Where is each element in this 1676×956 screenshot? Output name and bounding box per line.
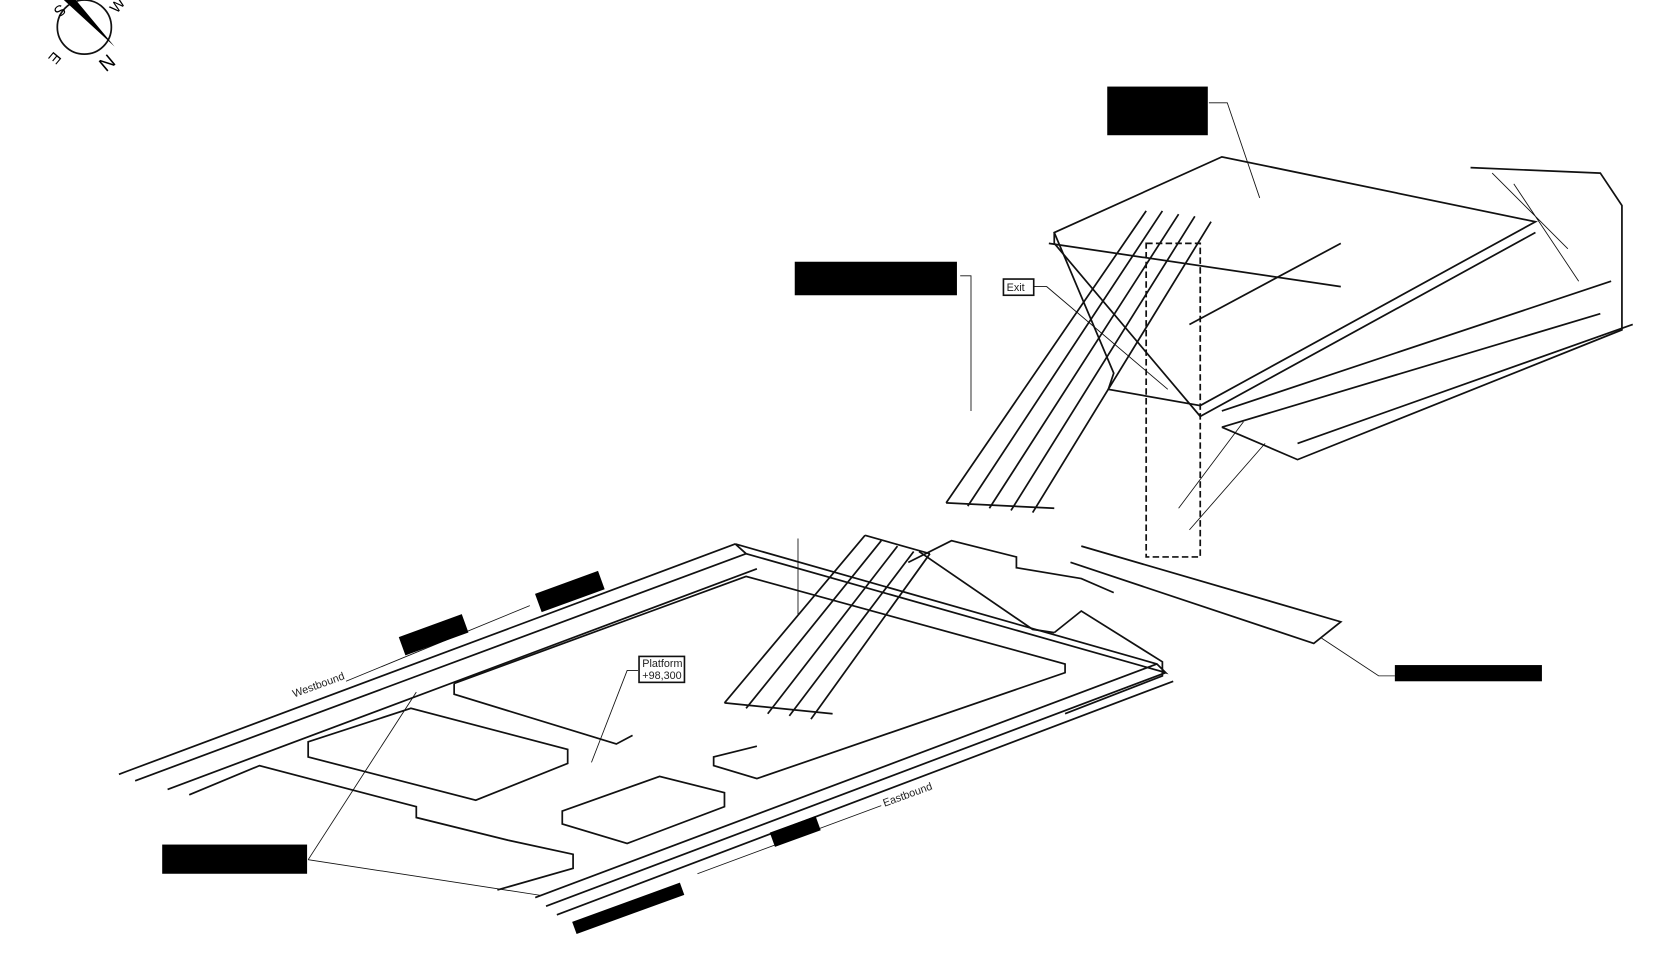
compass-west: W: [107, 0, 130, 17]
platform-level: +98,300: [642, 670, 681, 682]
redacted-label: [535, 570, 605, 613]
eastbound-label: Eastbound: [881, 781, 934, 810]
platform-name: Platform: [642, 658, 682, 670]
compass-south: S: [50, 0, 69, 20]
escalators-upper: [945, 210, 1212, 514]
compass-east: E: [45, 48, 65, 67]
escalators-lower: [723, 534, 931, 720]
tracks: [118, 543, 1174, 916]
concourse-level: [1048, 155, 1634, 645]
redacted-label: [162, 844, 308, 874]
redacted-label: [769, 815, 821, 847]
exit-label: Exit: [1002, 278, 1035, 297]
redacted-label: [572, 882, 685, 935]
redacted-label: [794, 261, 957, 296]
compass-north: N: [95, 50, 120, 76]
leader-lines: [307, 102, 1395, 896]
redacted-label: [398, 614, 469, 656]
exit-text: Exit: [1007, 282, 1025, 294]
redacted-label: [1107, 86, 1208, 136]
redacted-label: [1394, 665, 1542, 682]
redacted-labels: [162, 86, 1542, 935]
westbound-label: Westbound: [291, 670, 346, 700]
compass-icon: S W E N: [45, 0, 130, 76]
platform-structure: [188, 539, 1169, 891]
platform-label: Platform +98,300: [638, 655, 686, 684]
